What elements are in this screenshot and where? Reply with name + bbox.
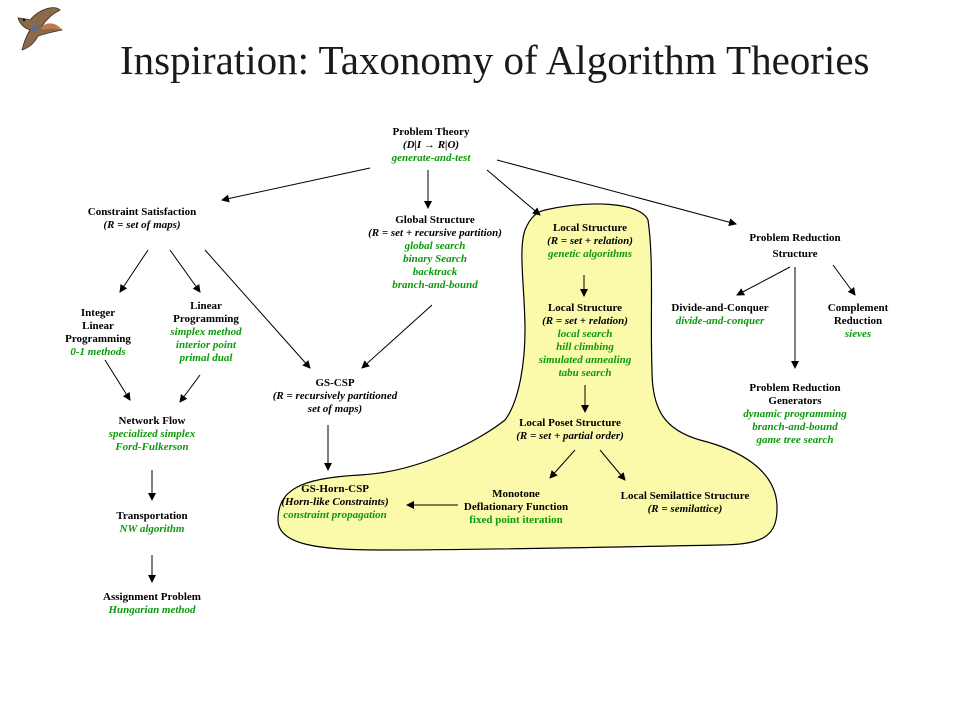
node-algorithm: global search xyxy=(404,240,466,252)
node-network-flow: Network Flow specialized simplex Ford-Fu… xyxy=(90,415,214,454)
node-heading: Local Structure xyxy=(547,302,623,314)
local-structure-highlight-region xyxy=(277,203,778,551)
node-assignment-problem: Assignment Problem Hungarian method xyxy=(80,591,224,617)
node-algorithm: tabu search xyxy=(558,367,612,379)
edge-constraint-to-gs-csp xyxy=(204,249,311,369)
node-heading: Complement xyxy=(827,302,889,314)
node-algorithm: simplex method xyxy=(170,326,242,338)
node-formula: (R = set + relation) xyxy=(547,235,633,247)
edge-local-poset-to-monotone xyxy=(549,449,576,479)
node-algorithm: game tree search xyxy=(756,434,834,446)
node-linear-programming: Linear Programming simplex method interi… xyxy=(150,300,262,365)
edge-integer-lp-to-network-flow xyxy=(104,359,131,401)
node-algorithm: local search xyxy=(557,328,613,340)
node-problem-reduction-generators: Problem Reduction Generators dynamic pro… xyxy=(720,382,870,447)
node-heading: Local Semilattice Structure xyxy=(620,490,750,502)
node-algorithm: specialized simplex xyxy=(108,428,196,440)
node-algorithm: branch-and-bound xyxy=(392,279,478,291)
node-constraint-satisfaction: Constraint Satisfaction (R = set of maps… xyxy=(62,206,222,232)
edge-problem-theory-to-local-structure xyxy=(486,169,541,216)
node-algorithm: genetic algorithms xyxy=(547,248,633,260)
node-formula: (R = set of maps) xyxy=(103,219,181,231)
node-heading: Problem Theory xyxy=(392,126,470,138)
node-formula: (R = semilattice) xyxy=(647,503,723,515)
node-heading: Global Structure xyxy=(395,214,475,226)
node-algorithm: 0-1 methods xyxy=(70,346,126,358)
edge-problem-reduction-to-complement xyxy=(832,264,856,296)
node-algorithm: fixed point iteration xyxy=(469,514,563,526)
node-heading: Local Poset Structure xyxy=(519,417,621,429)
node-algorithm: primal dual xyxy=(179,352,233,364)
node-problem-reduction-structure: Problem Reduction Structure xyxy=(720,232,870,261)
node-problem-theory: Problem Theory (D|I → R|O) generate-and-… xyxy=(351,126,511,165)
node-transportation: Transportation NW algorithm xyxy=(90,510,214,536)
node-algorithm: Hungarian method xyxy=(108,604,196,616)
node-formula: (R = set + partial order) xyxy=(516,430,624,442)
node-monotone-deflationary-function: Monotone Deflationary Function fixed poi… xyxy=(450,488,582,527)
node-heading: Linear xyxy=(190,300,222,312)
node-heading: Integer xyxy=(80,307,116,319)
node-gs-horn-csp: GS-Horn-CSP (Horn-like Constraints) cons… xyxy=(265,483,405,522)
node-formula: (R = set + recursive partition) xyxy=(368,227,502,239)
node-integer-linear-programming: Integer Linear Programming 0-1 methods xyxy=(48,307,148,359)
node-algorithm: divide-and-conquer xyxy=(675,315,765,327)
edge-constraint-to-linear-programming xyxy=(169,249,201,293)
node-heading: Structure xyxy=(772,248,818,260)
node-formula: (R = recursively partitioned xyxy=(272,390,398,402)
node-algorithm: branch-and-bound xyxy=(752,421,838,433)
node-heading: Reduction xyxy=(833,315,883,327)
kestrel-bird-icon xyxy=(17,7,63,51)
node-algorithm: dynamic programming xyxy=(743,408,847,420)
node-algorithm: binary Search xyxy=(403,253,467,265)
node-algorithm: backtrack xyxy=(412,266,458,278)
node-heading: Problem Reduction xyxy=(749,382,841,394)
node-algorithm: NW algorithm xyxy=(119,523,185,535)
node-heading: GS-Horn-CSP xyxy=(301,483,369,495)
node-heading: Programming xyxy=(173,313,239,325)
node-heading: Programming xyxy=(65,333,131,345)
node-algorithm: simulated annealing xyxy=(538,354,632,366)
node-heading: Network Flow xyxy=(118,415,186,427)
node-algorithm: sieves xyxy=(844,328,872,340)
node-gs-csp: GS-CSP (R = recursively partitioned set … xyxy=(250,377,420,416)
node-algorithm: hill climbing xyxy=(556,341,614,353)
node-complement-reduction: Complement Reduction sieves xyxy=(808,302,908,341)
node-heading: Problem Reduction xyxy=(749,232,841,244)
edge-global-structure-to-gs-csp xyxy=(361,304,433,369)
node-local-semilattice-structure: Local Semilattice Structure (R = semilat… xyxy=(600,490,770,516)
node-formula: (Horn-like Constraints) xyxy=(281,496,389,508)
node-local-poset-structure: Local Poset Structure (R = set + partial… xyxy=(495,417,645,443)
edge-problem-theory-to-constraint-satisfaction xyxy=(221,167,371,203)
node-divide-and-conquer: Divide-and-Conquer divide-and-conquer xyxy=(655,302,785,328)
node-formula: (R = set + relation) xyxy=(542,315,628,327)
node-heading: Constraint Satisfaction xyxy=(87,206,197,218)
node-algorithm: constraint propagation xyxy=(283,509,387,521)
node-heading: Transportation xyxy=(116,510,188,522)
node-heading: Assignment Problem xyxy=(103,591,201,603)
page-title: Inspiration: Taxonomy of Algorithm Theor… xyxy=(120,37,870,83)
node-heading: Deflationary Function xyxy=(463,501,569,513)
node-heading: Generators xyxy=(768,395,822,407)
node-global-structure: Global Structure (R = set + recursive pa… xyxy=(340,214,530,292)
node-algorithm: generate-and-test xyxy=(391,152,471,164)
node-local-structure-genetic: Local Structure (R = set + relation) gen… xyxy=(525,222,655,261)
node-local-structure-search: Local Structure (R = set + relation) loc… xyxy=(520,302,650,380)
edge-problem-theory-to-problem-reduction xyxy=(496,159,737,227)
edge-constraint-to-integer-lp xyxy=(119,249,149,293)
node-heading: Monotone xyxy=(492,488,540,500)
edge-linear-programming-to-network-flow xyxy=(179,374,201,403)
node-formula: (D|I → R|O) xyxy=(402,139,460,151)
node-heading: GS-CSP xyxy=(315,377,355,389)
node-heading: Linear xyxy=(82,320,114,332)
node-heading: Local Structure xyxy=(552,222,628,234)
node-heading: Divide-and-Conquer xyxy=(671,302,769,314)
node-formula: set of maps) xyxy=(307,403,363,415)
node-algorithm: Ford-Fulkerson xyxy=(115,441,189,453)
edge-problem-reduction-to-divide-conquer xyxy=(736,266,791,296)
node-algorithm: interior point xyxy=(175,339,237,351)
edge-layer xyxy=(104,159,856,583)
edge-local-poset-to-semilattice xyxy=(599,449,626,481)
